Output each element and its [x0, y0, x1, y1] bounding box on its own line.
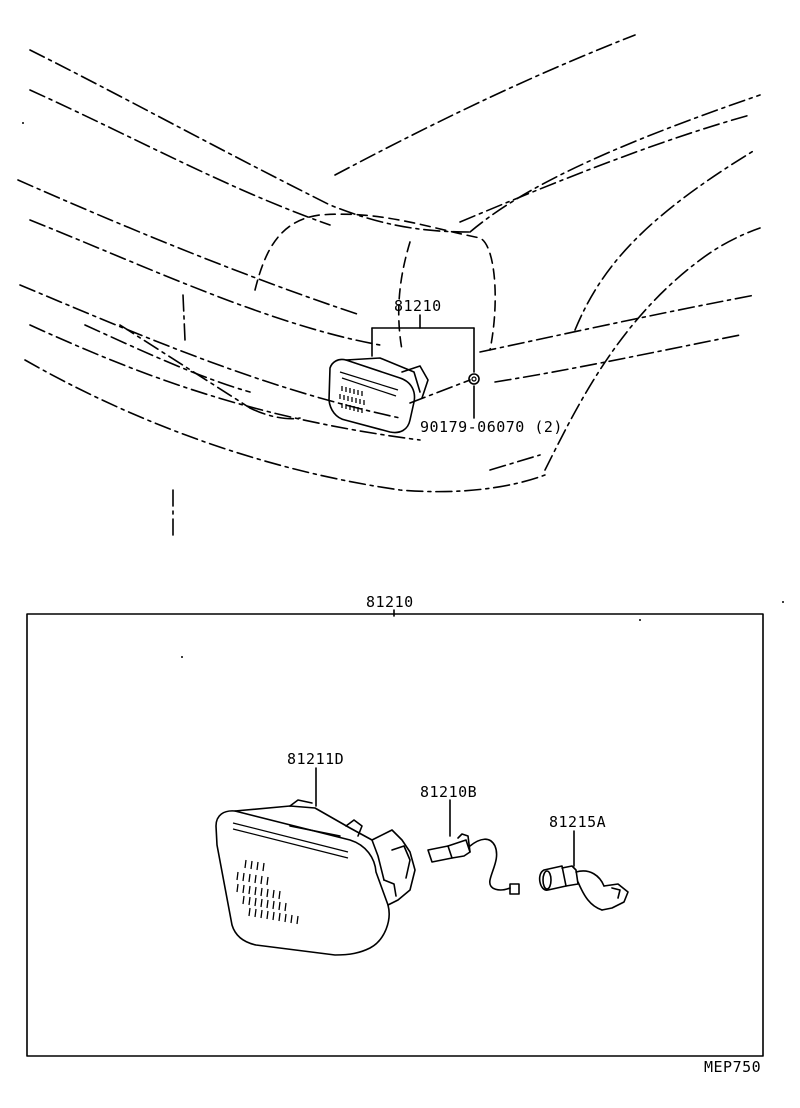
lens-housing-label: 81211D: [287, 750, 344, 768]
lamp-lens-pattern: [236, 859, 299, 925]
bulb-label: 81210B: [420, 783, 477, 801]
socket-wire-label: 81215A: [549, 813, 606, 831]
figure-code: MEP750: [704, 1058, 761, 1076]
detail-frame: [26, 613, 764, 1057]
nut-icon: [468, 373, 480, 385]
top-assembly-label: 81210: [394, 297, 442, 315]
bulb-icon: [427, 833, 520, 895]
lens-housing: [215, 799, 416, 956]
scan-specks: [22, 122, 784, 658]
top-leader-lines: [371, 314, 475, 419]
vehicle-body-outline: [17, 34, 761, 541]
nut-part-label: 90179-06070 (2): [420, 418, 563, 436]
socket-wire-icon: [538, 865, 629, 911]
fog-lamp-installed: [328, 357, 429, 434]
detail-assembly-label: 81210: [366, 593, 414, 611]
lamp-lens-pattern-small: [339, 386, 365, 413]
